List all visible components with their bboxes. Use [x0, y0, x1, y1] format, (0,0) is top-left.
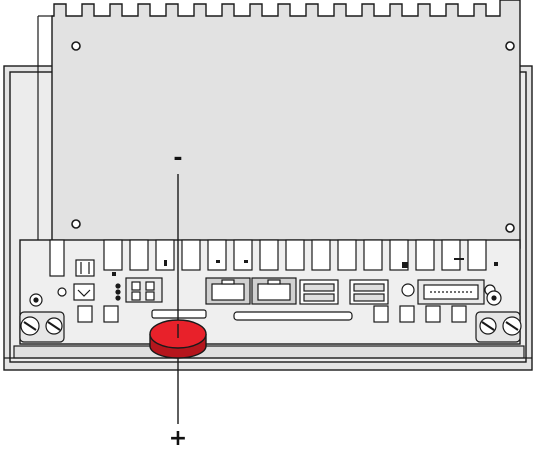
- mounting-hole-top-right: [505, 41, 515, 51]
- mounting-hole-top-left: [71, 41, 81, 51]
- dvi-port: [401, 279, 496, 305]
- clamping-screw-left: [19, 311, 65, 343]
- mounting-hole-bottom-left: [71, 219, 81, 229]
- usb-ports: [299, 279, 389, 305]
- left-connectors: [29, 259, 121, 307]
- minus-terminal-label: -: [173, 146, 183, 171]
- clamping-screw-right: [475, 290, 522, 343]
- mounting-hole-bottom-right: [505, 223, 515, 233]
- ethernet-ports: [205, 277, 297, 305]
- power-connector: [125, 277, 163, 303]
- plus-terminal-label: +: [168, 426, 188, 451]
- lower-openings: [77, 305, 467, 323]
- vent-openings: [49, 239, 487, 277]
- heat-sink-housing: [37, 0, 521, 249]
- mounting-holes: [71, 41, 515, 233]
- coin-cell-battery: [149, 319, 207, 359]
- port-markings: [112, 258, 498, 276]
- sd-card-slot: [151, 309, 353, 321]
